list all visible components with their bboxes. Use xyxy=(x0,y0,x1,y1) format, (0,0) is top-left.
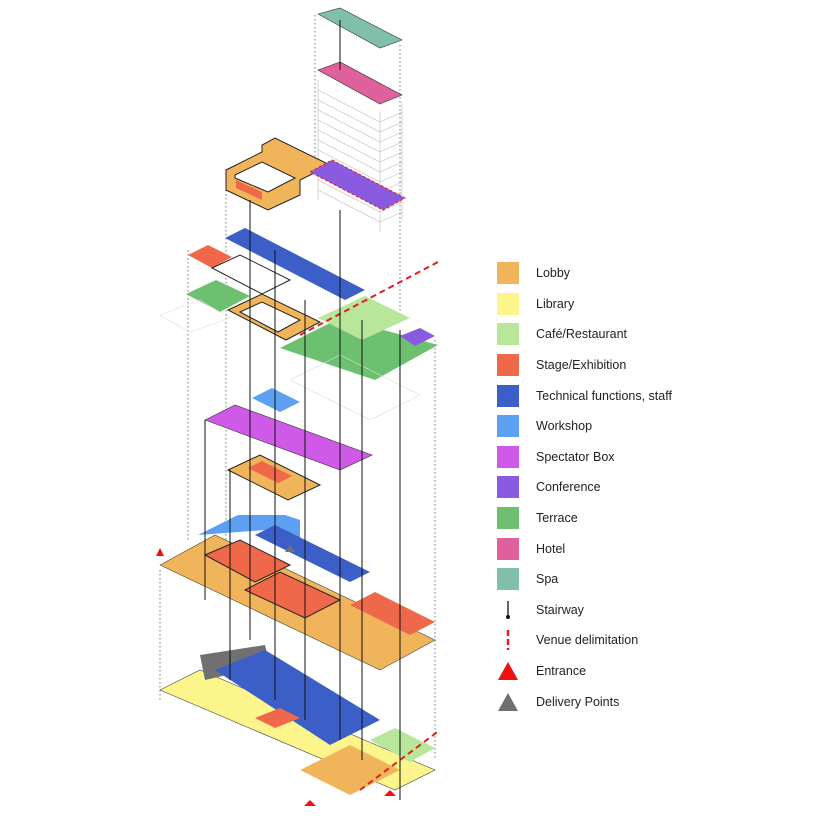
legend-item: Conference xyxy=(497,472,672,503)
legend-label: Stairway xyxy=(536,602,584,617)
legend-label: Lobby xyxy=(536,266,571,281)
legend-swatch xyxy=(497,262,519,285)
venue-delimitation-icon xyxy=(497,629,519,651)
legend-label: Technical functions, staff xyxy=(536,388,672,403)
legend-label: Entrance xyxy=(536,664,587,679)
legend-item: Stairway xyxy=(497,595,672,626)
delivery-point-icon xyxy=(497,691,519,713)
legend-label: Spa xyxy=(536,572,559,587)
legend-item: Spectator Box xyxy=(497,442,672,473)
spa-floor xyxy=(317,7,403,49)
legend-item: Spa xyxy=(497,564,672,595)
main-lobby-level xyxy=(159,515,436,671)
entrance-icon xyxy=(304,800,316,806)
spectator-level xyxy=(204,388,373,501)
legend-item: Delivery Points xyxy=(497,686,672,717)
delivery-point-icon xyxy=(285,545,295,552)
legend-item: Hotel xyxy=(497,533,672,564)
legend-label: Library xyxy=(536,296,575,311)
upper-level xyxy=(225,137,407,211)
entrance-icon xyxy=(497,660,519,682)
legend-swatch xyxy=(497,445,519,468)
stairway-icon xyxy=(497,599,519,621)
legend-label: Spectator Box xyxy=(536,449,615,464)
legend-swatch xyxy=(497,568,519,591)
legend-label: Café/Restaurant xyxy=(536,327,628,342)
conference-floor xyxy=(308,159,407,211)
legend-label: Terrace xyxy=(536,511,578,526)
entrance-icon xyxy=(156,548,164,556)
legend-swatch xyxy=(497,354,519,377)
entrance-icon xyxy=(384,790,396,796)
legend-swatch xyxy=(497,323,519,346)
legend-label: Delivery Points xyxy=(536,694,620,709)
legend-swatch xyxy=(497,292,519,315)
legend-label: Workshop xyxy=(536,419,593,434)
legend-item: Café/Restaurant xyxy=(497,319,672,350)
hotel-floor xyxy=(317,61,403,105)
guide-lines xyxy=(159,15,436,760)
legend-swatch xyxy=(497,537,519,560)
legend-label: Hotel xyxy=(536,541,566,556)
stairway-lines xyxy=(204,200,401,800)
legend-swatch xyxy=(497,507,519,530)
legend-item: Workshop xyxy=(497,411,672,442)
legend-item: Technical functions, staff xyxy=(497,380,672,411)
legend-item: Lobby xyxy=(497,258,672,289)
ground-level xyxy=(159,645,441,795)
legend-item: Terrace xyxy=(497,503,672,534)
legend-label: Stage/Exhibition xyxy=(536,358,627,373)
terrace-floor xyxy=(186,280,250,312)
cafe-floor xyxy=(280,318,438,380)
legend-swatch xyxy=(497,476,519,499)
middle-level xyxy=(159,228,439,421)
legend-item: Stage/Exhibition xyxy=(497,350,672,381)
legend-label: Conference xyxy=(536,480,601,495)
legend-swatch xyxy=(497,415,519,438)
legend-item: Entrance xyxy=(497,656,672,687)
legend-swatch xyxy=(497,384,519,407)
legend-item: Library xyxy=(497,289,672,320)
legend-label: Venue delimitation xyxy=(536,633,639,648)
legend-item: Venue delimitation xyxy=(497,625,672,656)
